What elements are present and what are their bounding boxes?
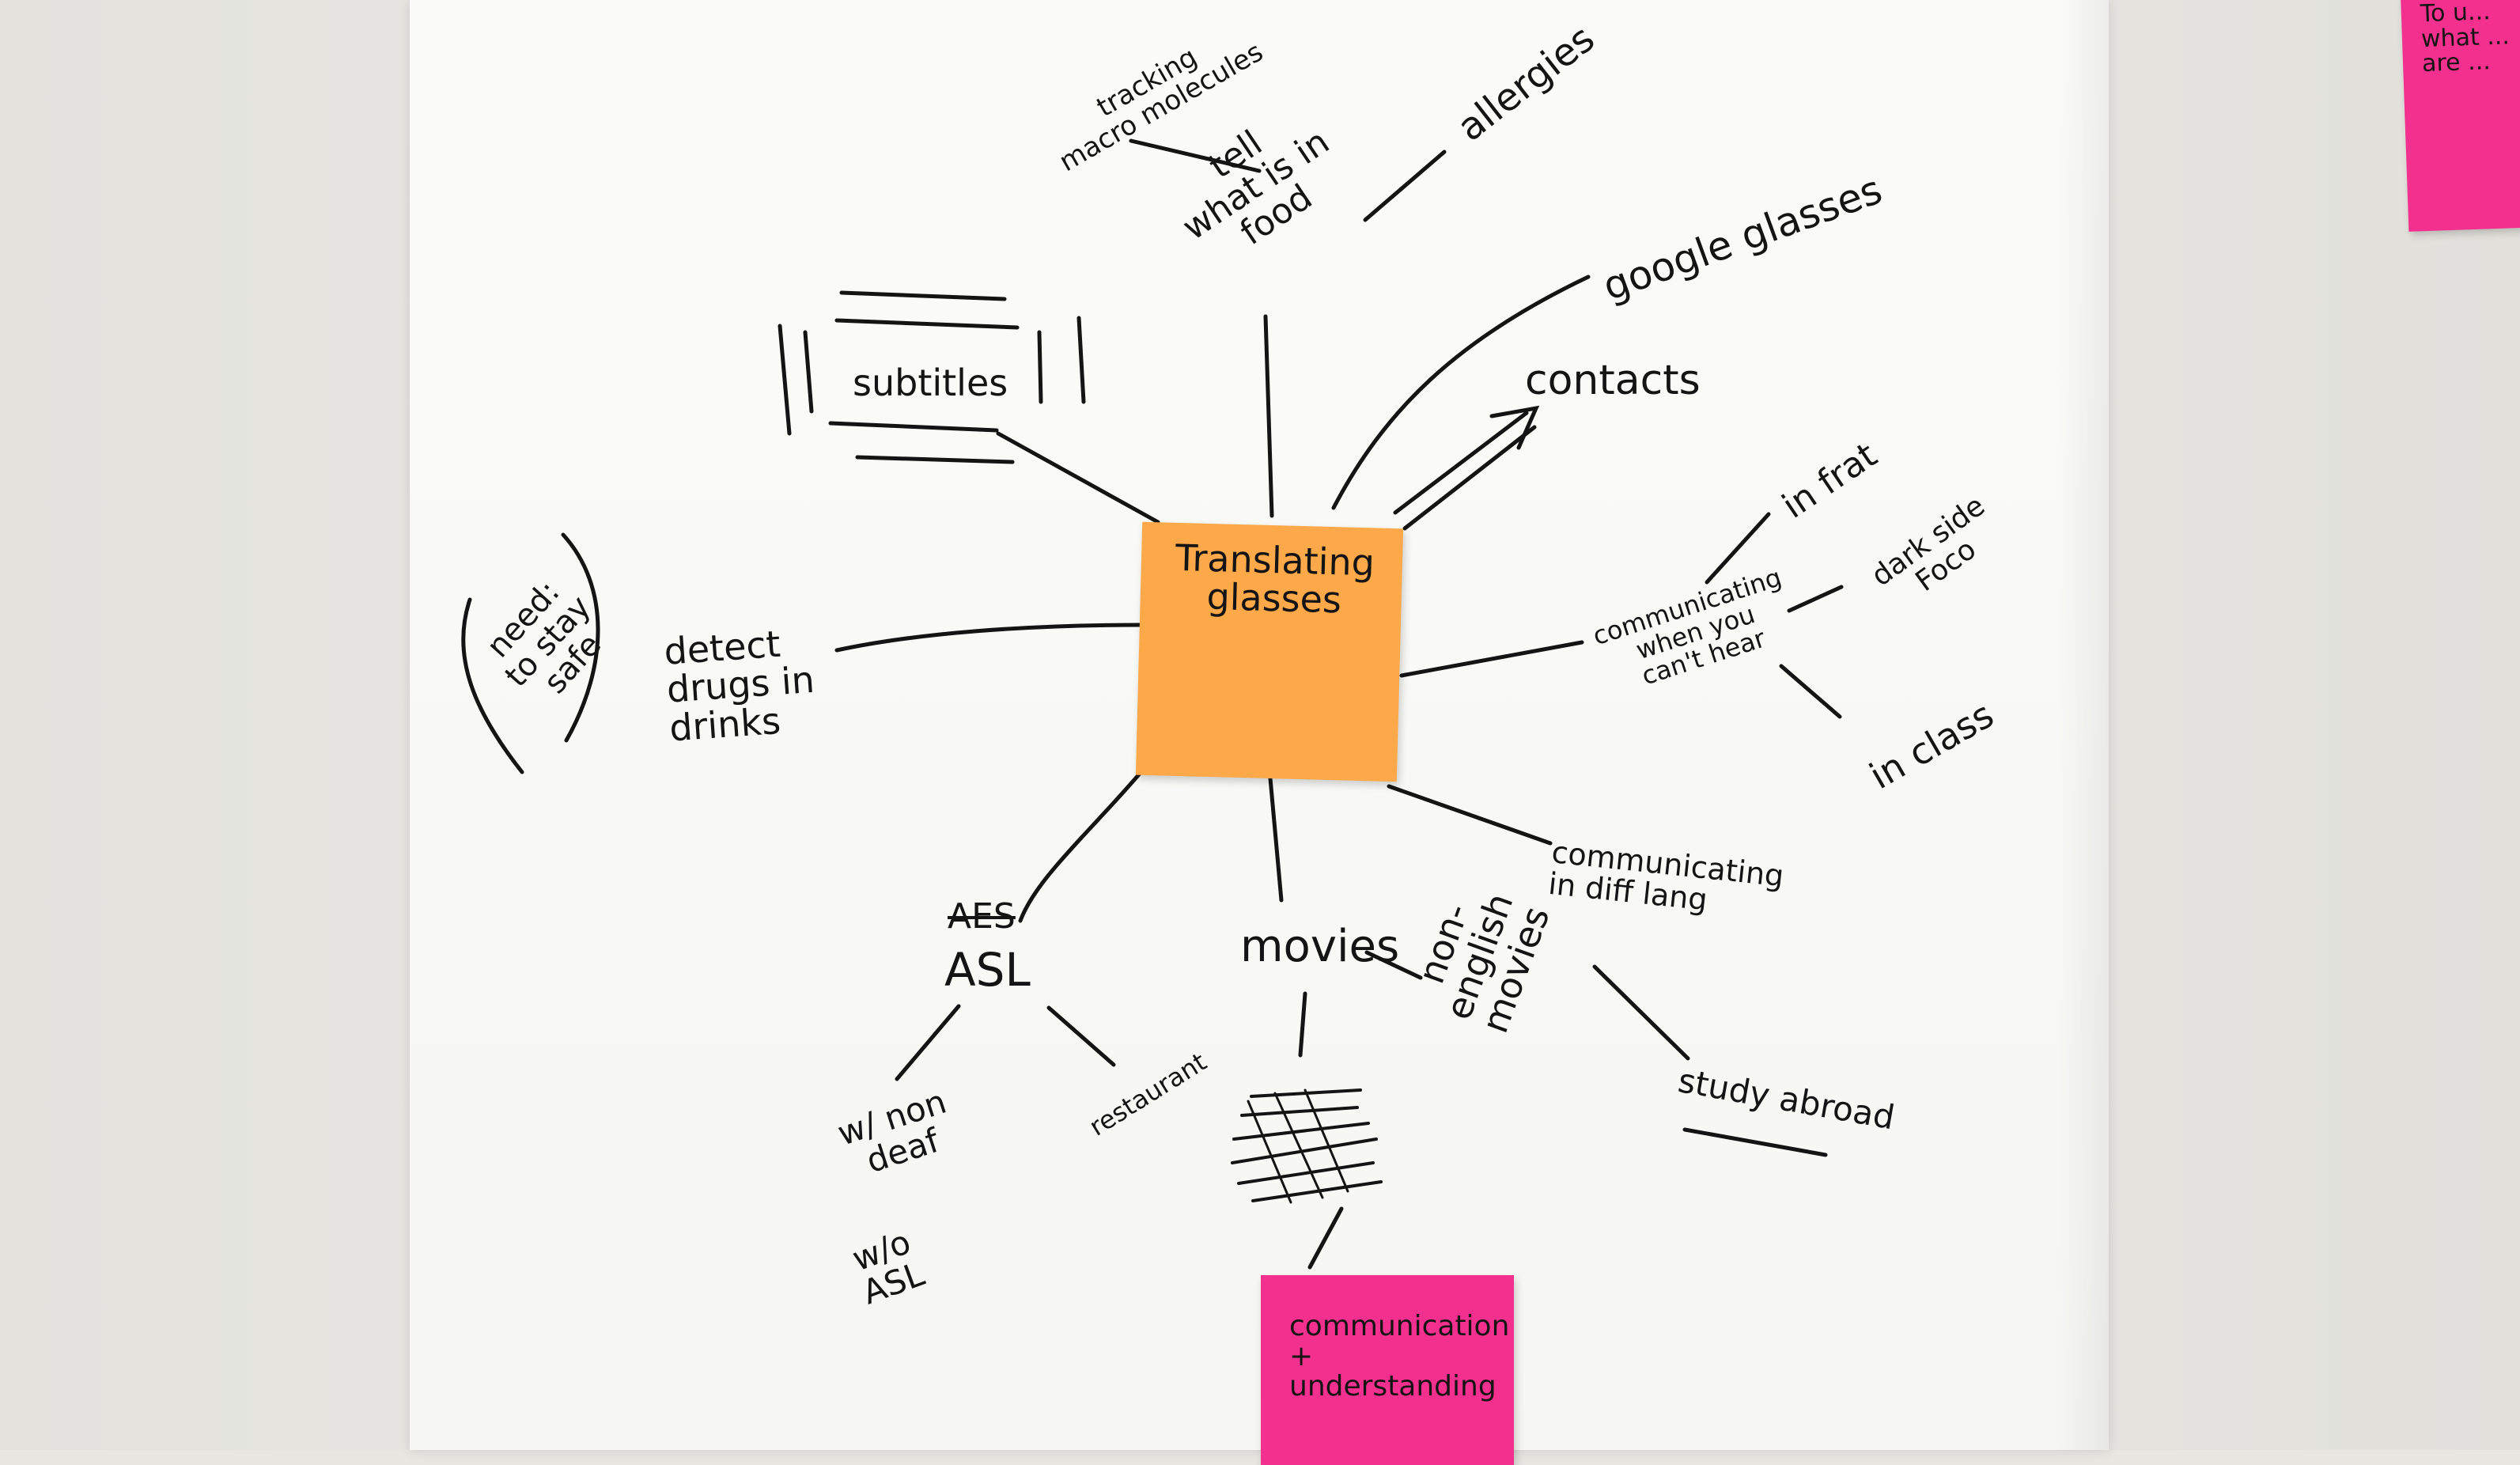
connector-in-class: [1779, 664, 1842, 719]
connector-google-glasses: [1331, 274, 1591, 510]
label-asl: ASL: [944, 943, 1031, 997]
need-bracket: [461, 597, 524, 774]
label-asl-crossed: AES: [948, 896, 1016, 937]
subtitles-frame-line: [839, 290, 1007, 301]
subtitles-frame-line: [828, 421, 999, 433]
connector-restaurant: [1046, 1005, 1116, 1067]
connector-movies-down: [1298, 991, 1307, 1058]
connector-dark-side: [1787, 585, 1844, 613]
subtitles-frame-line: [834, 318, 1020, 330]
center-note-text: Translating glasses: [1175, 536, 1375, 622]
connector-study-abroad: [1592, 964, 1690, 1061]
center-sticky-note: Translating glasses: [1135, 521, 1404, 782]
connector-contacts-arrow: [1393, 411, 1529, 515]
connector-movies: [1268, 776, 1284, 903]
connector-wl-non-deaf: [895, 1004, 961, 1081]
connector-detect-drugs: [834, 623, 1145, 653]
label-movies: movies: [1240, 921, 1400, 972]
subtitles-frame-line: [778, 324, 792, 436]
scribble-out: [1247, 1088, 1349, 1204]
connector-non-english: [1364, 950, 1423, 980]
connector-contacts-arrowhead: [1489, 405, 1540, 450]
connector-in-frat: [1705, 512, 1771, 585]
connector-diff-lang: [1387, 784, 1553, 846]
connector-cant-hear: [1399, 640, 1584, 678]
paper-edge-shadow: [2056, 0, 2109, 1450]
label-contacts: contacts: [1525, 357, 1701, 404]
subtitles-frame-line: [1037, 330, 1043, 404]
label-detect-drugs: detect drugs in drinks: [662, 622, 816, 750]
subtitles-frame-line: [803, 330, 814, 414]
label-subtitles: subtitles: [853, 362, 1008, 404]
connector-bottom-note: [1307, 1206, 1344, 1270]
study-abroad-underline: [1682, 1127, 1828, 1157]
corner-note-text: To u... what ... are ...: [2420, 0, 2511, 77]
subtitles-frame-line: [1076, 316, 1086, 404]
bottom-sticky-note: communication + understanding: [1261, 1275, 1514, 1465]
connector-tracking: [1129, 138, 1262, 173]
subtitles-frame-line: [855, 455, 1015, 464]
connector-contacts-arrow: [1402, 425, 1537, 531]
need-bracket: [561, 532, 600, 743]
connector-food: [1263, 314, 1274, 518]
corner-sticky-note: To u... what ... are ...: [2400, 0, 2520, 232]
connector-asl: [1018, 767, 1146, 923]
scribble-out: [1231, 1088, 1383, 1202]
connector-subtitles: [996, 431, 1160, 524]
connector-allergies: [1363, 150, 1447, 222]
bottom-note-text: communication + understanding: [1289, 1310, 1510, 1403]
